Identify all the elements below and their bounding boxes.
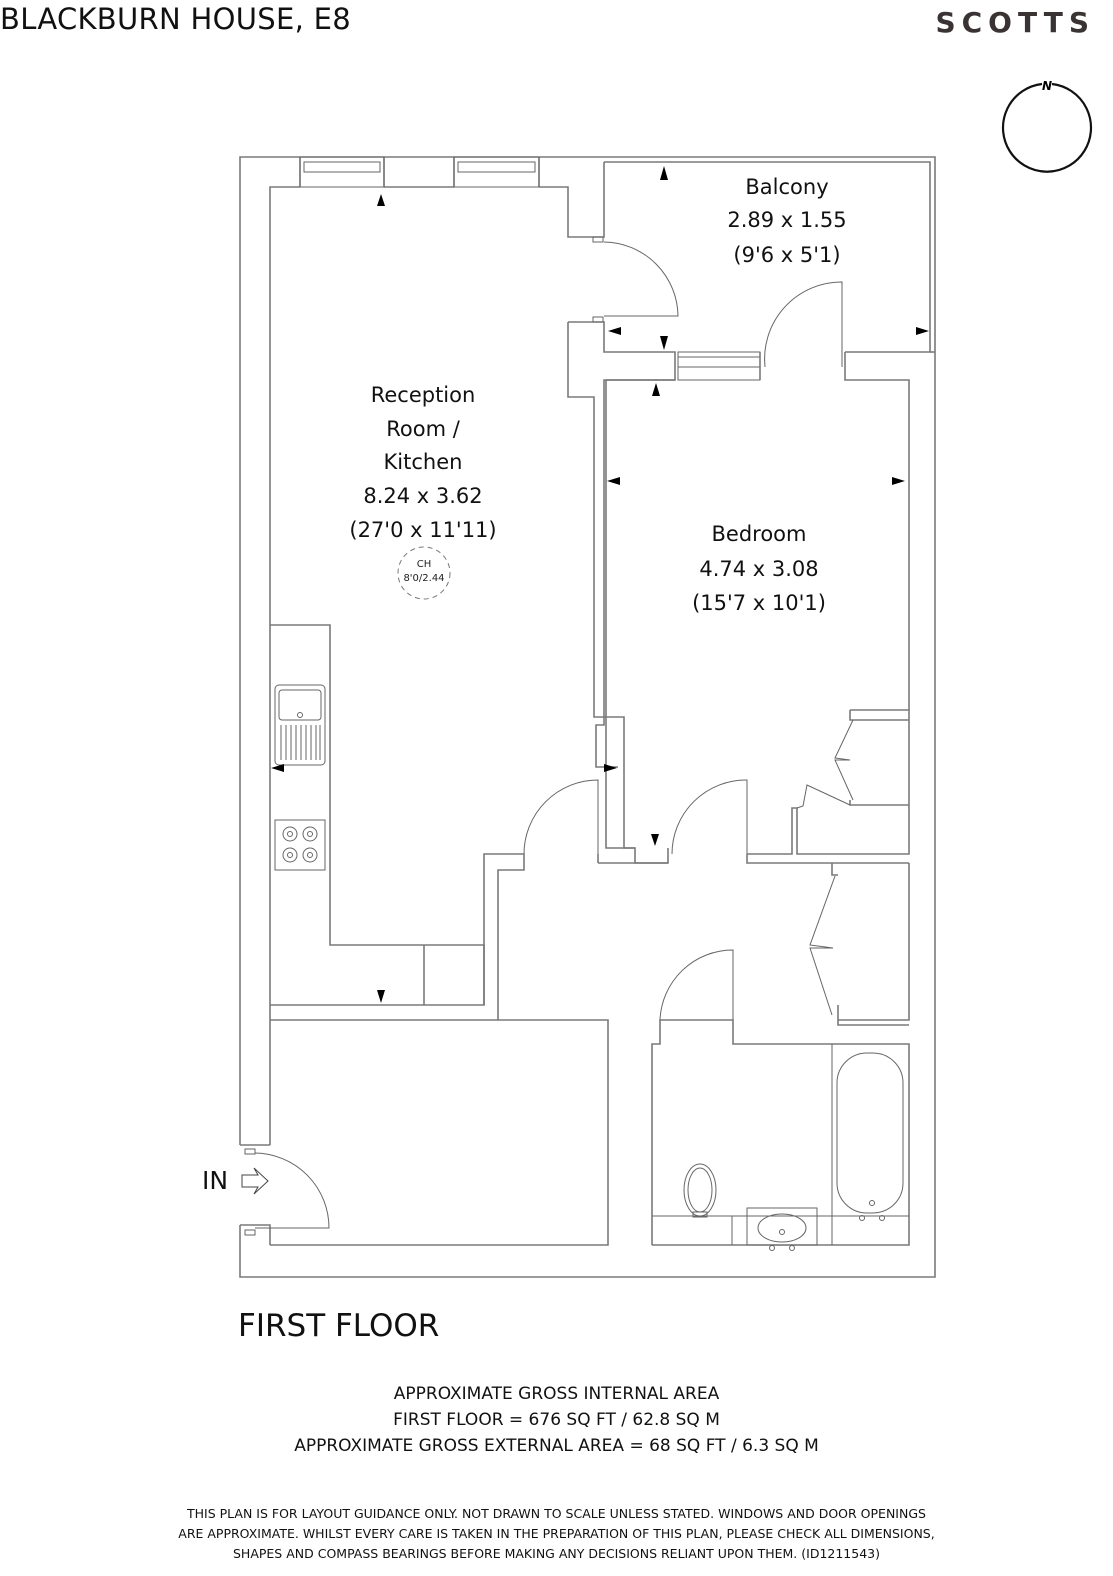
balcony-imperial: (9'6 x 5'1) — [733, 243, 840, 267]
dimension-arrow-icon — [607, 477, 620, 485]
entrance-label: IN — [202, 1166, 229, 1195]
dimension-arrow-icon — [916, 327, 929, 335]
bedroom-door[interactable] — [671, 779, 748, 855]
floor-plan: N — [239, 79, 1093, 1278]
ceiling-height-label: CH — [417, 559, 432, 570]
area-line-external: APPROXIMATE GROSS EXTERNAL AREA = 68 SQ … — [294, 1436, 819, 1456]
toilet-icon — [683, 1163, 717, 1218]
property-title: BLACKBURN HOUSE, E8 — [0, 2, 351, 36]
reception-door[interactable] — [523, 779, 599, 855]
reception-name-1: Reception — [371, 383, 476, 407]
reception-walls — [269, 156, 676, 1145]
dimension-arrow-icon — [660, 336, 668, 350]
entrance-arrow-icon — [241, 1167, 269, 1195]
bedroom-imperial: (15'7 x 10'1) — [692, 591, 826, 615]
dimension-arrow-icon — [651, 834, 659, 846]
disclaimer-line-2: ARE APPROXIMATE. WHILST EVERY CARE IS TA… — [178, 1526, 935, 1541]
outer-walls — [239, 156, 936, 1278]
disclaimer-line-3: SHAPES AND COMPASS BEARINGS BEFORE MAKIN… — [232, 1546, 880, 1561]
area-summary: APPROXIMATE GROSS INTERNAL AREA FIRST FL… — [0, 1381, 1113, 1459]
kitchen-units — [270, 624, 609, 1246]
balcony-metric: 2.89 x 1.55 — [727, 208, 846, 232]
dimension-arrow-icon — [660, 166, 668, 180]
area-line-internal: APPROXIMATE GROSS INTERNAL AREA — [393, 1384, 720, 1404]
reception-name-3: Kitchen — [384, 450, 463, 474]
entrance-door[interactable] — [240, 1144, 330, 1245]
basin-icon — [746, 1207, 818, 1251]
area-line-first-floor: FIRST FLOOR = 676 SQ FT / 62.8 SQ M — [393, 1410, 720, 1430]
bathtub-icon — [836, 1052, 904, 1221]
floor-label: FIRST FLOOR — [238, 1308, 440, 1344]
bathroom-door[interactable] — [659, 949, 734, 1021]
dimension-arrows — [271, 166, 929, 1003]
reception-metric: 8.24 x 3.62 — [363, 484, 482, 508]
agency-logo: SCOTTS — [935, 6, 1095, 39]
bathroom-walls — [651, 949, 910, 1246]
balcony-door[interactable] — [603, 241, 679, 317]
bedroom-metric: 4.74 x 3.08 — [699, 557, 818, 581]
hall-cupboard[interactable] — [809, 863, 910, 1026]
compass-north-icon: N — [1001, 79, 1093, 173]
ceiling-height-value: 8'0/2.44 — [403, 573, 444, 584]
dimension-arrow-icon — [652, 383, 660, 396]
disclaimer: THIS PLAN IS FOR LAYOUT GUIDANCE ONLY. N… — [0, 1504, 1113, 1564]
dimension-arrow-icon — [271, 764, 284, 772]
dimension-arrow-icon — [604, 764, 617, 772]
bedroom-label: Bedroom 4.74 x 3.08 (15'7 x 10'1) — [692, 522, 826, 615]
bedroom-name: Bedroom — [712, 522, 807, 546]
kitchen-sink-icon — [274, 684, 326, 766]
bedroom-wardrobe[interactable] — [796, 710, 909, 809]
disclaimer-line-1: THIS PLAN IS FOR LAYOUT GUIDANCE ONLY. N… — [187, 1506, 926, 1521]
hob-icon — [274, 819, 326, 871]
ceiling-height-icon — [397, 546, 451, 600]
balcony-label: Balcony 2.89 x 1.55 (9'6 x 5'1) — [727, 175, 846, 267]
reception-imperial: (27'0 x 11'11) — [349, 518, 496, 542]
reception-name-2: Room / — [386, 417, 460, 441]
dimension-arrow-icon — [377, 194, 385, 206]
dimension-arrow-icon — [892, 477, 905, 485]
reception-label: Reception Room / Kitchen 8.24 x 3.62 (27… — [349, 383, 497, 600]
dimension-arrow-icon — [608, 327, 621, 335]
dimension-arrow-icon — [377, 990, 385, 1003]
compass-label: N — [1042, 79, 1052, 93]
balcony-name: Balcony — [745, 175, 828, 199]
